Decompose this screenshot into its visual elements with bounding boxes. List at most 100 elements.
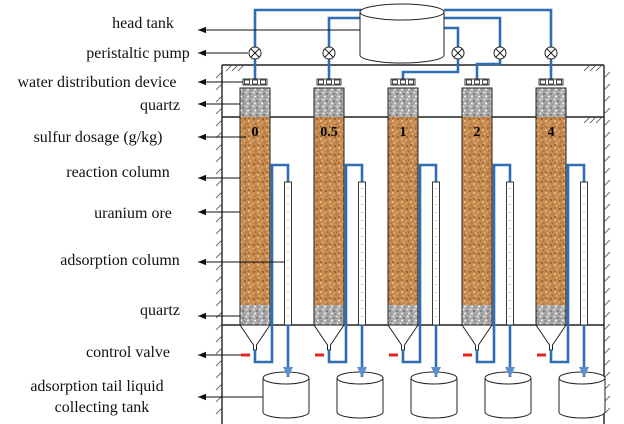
label-peristaltic-pump: peristaltic pump [86,45,190,62]
control-valve [389,353,398,357]
quartz-layer-bottom [388,305,418,325]
hatch-mark [215,119,223,127]
outlet-pipe [401,163,438,364]
tank-body [410,378,458,419]
sulfur-dosage-value: 0.5 [320,125,338,140]
hatch-mark [603,95,611,103]
adsorption-column [580,181,588,326]
feed-pipe-1 [253,8,362,47]
hatch-mark [603,191,611,199]
pump-outlet-4 [475,59,502,79]
outlet-pipe [253,163,290,364]
water-distribution-device [390,78,416,86]
uranium-ore-bed [536,117,566,305]
hatch-mark [215,359,223,367]
hatch-mark [589,64,597,72]
reaction-unit-2: 0.5 [313,78,384,419]
adsorption-column [358,181,366,326]
reaction-column: 4 [535,87,567,326]
feed-pipe-2 [327,16,362,47]
peristaltic-pump-icon [544,46,558,60]
hatch-mark [603,203,611,211]
reaction-unit-1: 0 [239,78,310,419]
quartz-layer-top [536,88,566,117]
hatch-mark [215,299,223,307]
hatch-mark [603,275,611,283]
distributor-nozzle [244,79,250,85]
hatch-mark [603,263,611,271]
reaction-unit-5: 4 [535,78,606,419]
outlet-pipe [549,163,586,364]
head-tank-body [359,12,445,64]
quartz-layer-top [314,88,344,117]
hatch-mark [215,203,223,211]
control-valve [537,353,546,357]
head-tank-lid [359,3,445,21]
hatch-mark [215,323,223,331]
hatch-mark [603,335,611,343]
distributor-nozzle [548,79,554,85]
hatch-mark [215,227,223,235]
hatch-mark [215,179,223,187]
hatch-mark [603,71,611,79]
tank-rim [558,371,606,385]
peristaltic-pumps [248,46,558,60]
feed-pipe-5 [444,8,553,47]
adsorption-column [506,181,514,326]
hatch-mark [603,359,611,367]
hatch-mark [215,239,223,247]
control-valve [241,353,250,357]
uranium-ore-bed [388,117,418,305]
sulfur-dosage-value: 1 [400,125,407,140]
hatch-mark [583,64,591,72]
label-uranium-ore: uranium ore [94,205,172,222]
collecting-tank [336,371,384,419]
hatch-mark [215,155,223,163]
hatch-mark [603,107,611,115]
distributor-nozzle [408,79,414,85]
reaction-unit-4: 2 [461,78,532,419]
quartz-layer-bottom [462,305,492,325]
control-valve [315,353,324,357]
distributor-nozzle [252,79,258,85]
distributor-nozzle [466,79,472,85]
hatch-mark [237,64,245,72]
distributor-nozzle [540,79,546,85]
label-water-distribution-device: water distribution device [17,74,176,91]
collecting-tank [410,371,458,419]
feed-piping [253,8,553,79]
distributor-nozzle [326,79,332,85]
hatch-mark [215,347,223,355]
hatch-mark [603,179,611,187]
sulfur-dosage-value: 0 [252,125,259,140]
tank-rim [262,371,310,385]
hatch-mark [583,116,591,124]
hatch-mark [215,251,223,259]
hatch-mark [215,143,223,151]
adsorption-column-body [506,181,514,326]
hatch-mark [231,64,239,72]
distributor-nozzle [260,79,266,85]
hatch-mark [603,239,611,247]
sulfur-dosage-value: 2 [474,125,481,140]
adsorption-column [284,181,292,326]
hatch-mark [215,95,223,103]
hatch-mark [215,383,223,391]
uranium-ore-bed [240,117,270,305]
hatch-mark [603,323,611,331]
hatch-mark [215,335,223,343]
column-outlet-funnel [461,324,493,351]
water-distribution-device [316,78,342,86]
uranium-ore-bed [462,117,492,305]
feed-pipe-3 [440,26,460,47]
hatch-mark [215,71,223,79]
adsorption-column-body [580,181,588,326]
outlet-pipe [475,163,512,364]
distributor-nozzle [318,79,324,85]
hatch-mark [225,64,233,72]
reaction-column: 0 [239,87,271,326]
hatch-mark [215,311,223,319]
hatch-mark [603,143,611,151]
distributor-nozzle [392,79,398,85]
tank-body [336,378,384,419]
